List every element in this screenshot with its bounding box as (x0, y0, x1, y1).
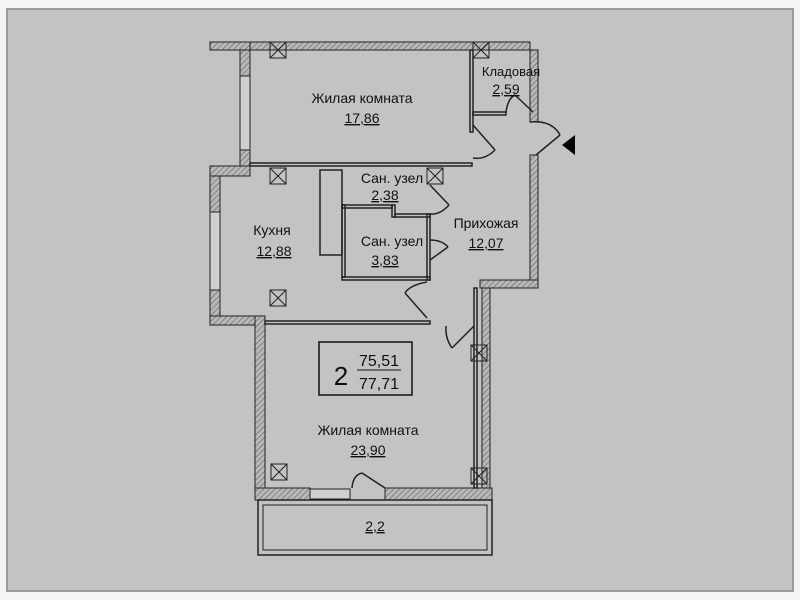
outer-walls (209, 41, 539, 501)
interior-walls (249, 49, 507, 489)
rooms-count: 2 (334, 361, 348, 391)
room-name: Сан. узел (361, 170, 423, 186)
room-labels: Жилая комната 17,86 Кладовая 2,59 Сан. у… (253, 64, 540, 534)
windows (209, 75, 351, 500)
room-name: Кладовая (482, 64, 540, 79)
entrance-arrow-icon (562, 135, 575, 155)
room-area: 23,90 (350, 442, 385, 458)
room-name: Сан. узел (361, 233, 423, 249)
room-name: Жилая комната (317, 422, 418, 438)
room-area: 12,07 (468, 235, 503, 251)
living-area: 75,51 (359, 353, 399, 370)
room-area: 2,38 (371, 187, 398, 203)
balcony (257, 499, 493, 556)
room-area: 3,83 (371, 252, 398, 268)
ventilation-shafts (269, 41, 490, 485)
room-name: Прихожая (454, 215, 519, 231)
room-area: 2,59 (492, 81, 519, 97)
room-name: Жилая комната (311, 90, 412, 106)
room-area: 12,88 (256, 243, 291, 259)
total-area: 77,71 (359, 376, 399, 393)
balcony-area: 2,2 (365, 518, 385, 534)
room-name: Кухня (253, 222, 290, 238)
apartment-summary: 2 75,51 77,71 (318, 341, 413, 396)
room-area: 17,86 (344, 110, 379, 126)
doors (351, 94, 561, 489)
